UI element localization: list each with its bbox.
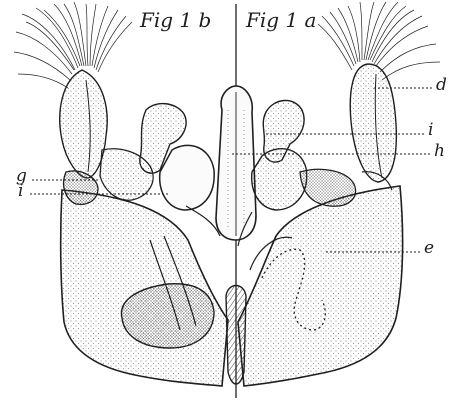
figure-title-left: Fig 1 b	[140, 8, 211, 32]
figure-title-right: Fig 1 a	[246, 8, 316, 32]
central-spike	[226, 286, 246, 385]
left-valve	[60, 70, 107, 178]
label-h: h	[434, 143, 445, 160]
left-mid-process	[160, 145, 214, 210]
left-body-outline	[61, 190, 228, 386]
right-valve	[350, 64, 396, 182]
label-d: d	[436, 77, 447, 94]
label-i-left: i	[18, 183, 23, 200]
right-mid-process	[252, 149, 307, 210]
label-i-right: i	[428, 122, 433, 139]
left-hair-tuft	[14, 2, 132, 88]
right-body-outline	[238, 186, 403, 386]
left-lower-lobe	[121, 284, 214, 348]
label-e: e	[424, 240, 434, 257]
